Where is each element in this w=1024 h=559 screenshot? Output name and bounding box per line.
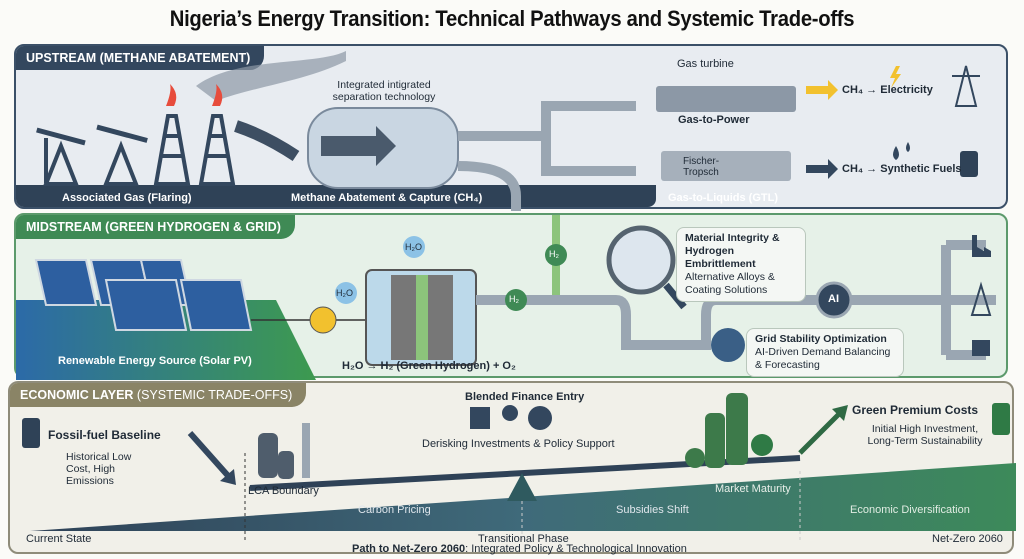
h2o-label: H₂O	[405, 242, 422, 252]
water-drop-icon	[335, 282, 357, 304]
blended-finance-subtitle: Derisking Investments & Policy Support	[422, 438, 615, 450]
lightning-icon	[890, 66, 901, 88]
ai-chip-icon	[815, 281, 853, 319]
net-zero-label: Net-Zero 2060	[932, 533, 1003, 545]
arrow-right-icon	[806, 159, 838, 179]
upstream-illustration	[36, 51, 980, 211]
power-icon	[309, 306, 337, 334]
blended-finance-title: Blended Finance Entry	[465, 391, 585, 403]
material-title: Material Integrity & Hydrogen Embrittlem…	[685, 232, 780, 270]
green-coin-stack-icon	[705, 393, 748, 468]
water-drop-icon	[403, 236, 425, 258]
smoke-icon	[196, 51, 346, 101]
green-premium-subtitle: Initial High Investment, Long-Term Susta…	[867, 423, 983, 447]
market-maturity-label: Market Maturity	[715, 483, 791, 495]
power-plant-icon	[972, 340, 990, 356]
pipe	[541, 101, 636, 176]
factory-chimney-icon	[302, 423, 310, 478]
arrow-right-icon	[806, 80, 838, 100]
path-rest: : Integrated Policy & Technological Inno…	[465, 543, 687, 555]
gtl-label: Gas-to-Liquids (GTL)	[668, 192, 778, 204]
arrow-down-icon	[187, 431, 233, 480]
midstream-header: MIDSTREAM (GREEN HYDROGEN & GRID)	[16, 215, 295, 239]
separation-note: Integrated intigrated separation technol…	[332, 79, 436, 103]
carbon-pricing-label: Carbon Pricing	[358, 504, 431, 516]
subsidies-shift-label: Subsidies Shift	[616, 504, 689, 516]
grid-stability-card: Grid Stability Optimization AI-Driven De…	[746, 328, 904, 377]
ai-chip-label: AI	[828, 293, 839, 305]
derrick-icon	[153, 114, 191, 186]
h2-badge	[545, 244, 567, 266]
page-title: Nigeria’s Energy Transition: Technical P…	[169, 6, 855, 31]
flow-arrow-icon	[234, 120, 300, 161]
derrick-icon	[198, 114, 236, 186]
economic-header-bold: ECONOMIC LAYER	[20, 388, 134, 402]
oil-barrel-icon	[960, 151, 978, 177]
flaring-label: Associated Gas (Flaring)	[62, 192, 192, 204]
capture-label: Methane Abatement & Capture (CH₄)	[291, 192, 483, 204]
upstream-base-bar	[16, 185, 656, 207]
lca-boundary-label: LCA Boundary	[248, 485, 319, 497]
brain-icon	[711, 328, 745, 362]
economic-header: ECONOMIC LAYER (SYSTEMIC TRADE-OFFS)	[10, 383, 307, 407]
fossil-baseline-subtitle: Historical Low Cost, High Emissions	[66, 451, 132, 487]
gas-to-power-label: Gas-to-Power	[678, 114, 750, 126]
path-footer: Path to Net-Zero 2060: Integrated Policy…	[352, 543, 687, 555]
oil-barrel-icon	[22, 418, 40, 448]
upstream-header: UPSTREAM (METHANE ABATEMENT)	[16, 46, 265, 70]
arrow-up-icon	[798, 411, 842, 455]
midstream-panel: MIDSTREAM (GREEN HYDROGEN & GRID) AI Ren…	[14, 213, 1008, 380]
h2o-label: H₂O	[336, 288, 353, 298]
coin-stack-icon	[258, 433, 294, 479]
pumpjack-icon	[36, 127, 86, 186]
electricity-label: CH₄ → Electricity	[842, 84, 933, 96]
flame-icon	[166, 84, 223, 106]
power-tower-icon	[970, 281, 992, 316]
economic-header-rest: (SYSTEMIC TRADE-OFFS)	[133, 388, 293, 402]
gtl-reactor-icon	[661, 151, 791, 181]
economic-illustration	[22, 393, 1016, 543]
pipe	[457, 131, 546, 211]
grid-title: Grid Stability Optimization	[755, 333, 887, 345]
material-subtitle: Alternative Alloys & Coating Solutions	[685, 271, 775, 296]
gas-turbine-icon	[656, 86, 796, 112]
upstream-panel: UPSTREAM (METHANE ABATEMENT) Integrated …	[14, 44, 1008, 211]
fischer-tropsch-label: Fischer-Tropsch	[682, 156, 720, 178]
power-tower-icon	[952, 65, 980, 107]
dollar-coin-icon	[685, 448, 705, 468]
leaf-icon	[751, 434, 773, 456]
fossil-baseline-title: Fossil-fuel Baseline	[48, 428, 161, 442]
solar-label: Renewable Energy Source (Solar PV)	[58, 355, 252, 367]
green-barrel-icon	[992, 403, 1010, 435]
factory-icon	[972, 235, 991, 257]
magnifier-icon	[606, 225, 676, 295]
economic-panel: ECONOMIC LAYER (SYSTEMIC TRADE-OFFS) Fos…	[8, 381, 1016, 555]
electrolysis-equation: H₂O → H₂ (Green Hydrogen) + O₂	[342, 360, 516, 372]
current-state-label: Current State	[26, 533, 92, 545]
material-integrity-card: Material Integrity & Hydrogen Embrittlem…	[676, 227, 806, 302]
pumpjack-icon	[96, 124, 148, 186]
turbine-label: Gas turbine	[677, 58, 734, 70]
diversification-label: Economic Diversification	[850, 504, 970, 516]
finance-icons	[470, 405, 552, 430]
seesaw-fulcrum	[507, 473, 537, 501]
midstream-illustration	[16, 215, 996, 380]
h2-label: H₂	[549, 249, 559, 259]
green-premium-title: Green Premium Costs	[852, 403, 979, 417]
transitional-phase-label: Transitional Phase	[478, 533, 569, 545]
synthetic-fuels-label: CH₄ → Synthetic Fuels	[842, 163, 962, 175]
grid-subtitle: AI-Driven Demand Balancing & Forecasting	[755, 346, 891, 371]
h2-badge	[505, 289, 527, 311]
solar-panel-icon	[34, 259, 253, 331]
droplet-icon	[893, 142, 910, 160]
h2-label: H₂	[509, 294, 519, 304]
path-bold: Path to Net-Zero 2060	[352, 543, 466, 555]
